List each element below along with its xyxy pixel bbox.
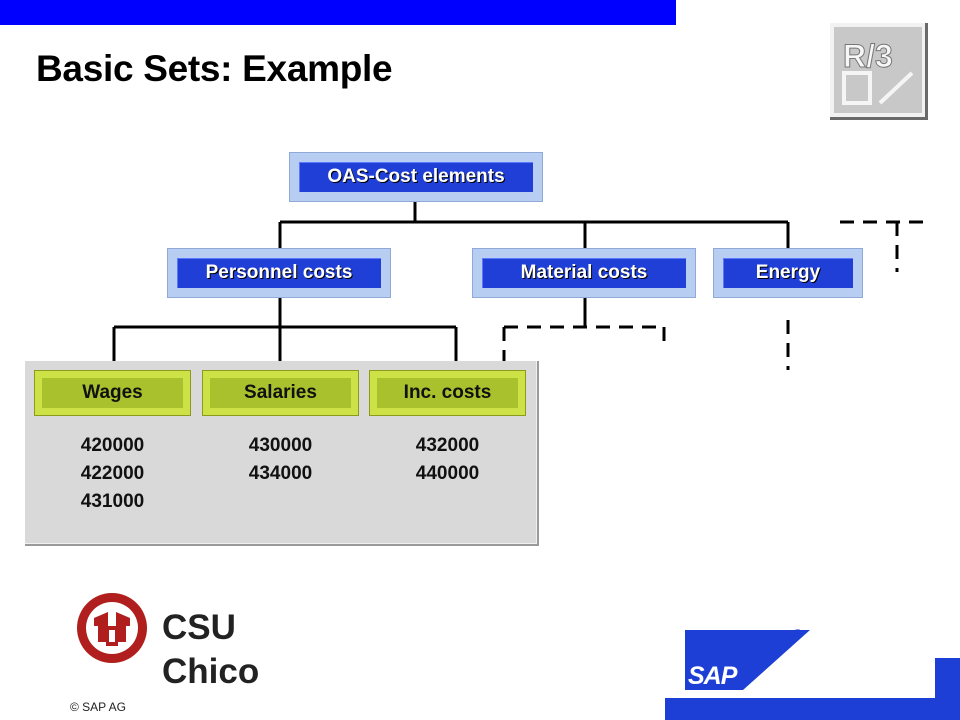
set-header-inc-costs: Inc. costs <box>369 370 526 416</box>
set-header-salaries: Salaries <box>202 370 359 416</box>
node-label: Energy <box>723 258 853 288</box>
node-energy: Energy <box>713 248 863 298</box>
cost-element-value: 430000 <box>248 435 313 456</box>
node-personnel-costs: Personnel costs <box>167 248 391 298</box>
cost-element-value: 440000 <box>415 463 480 484</box>
node-material-costs: Material costs <box>472 248 696 298</box>
cost-element-value: 432000 <box>415 435 480 456</box>
sap-logo-text: SAP <box>688 662 737 690</box>
set-label: Salaries <box>210 378 351 408</box>
set-header-wages: Wages <box>34 370 191 416</box>
set-values-salaries: 430000 434000 <box>202 432 359 488</box>
set-values-wages: 420000 422000 431000 <box>34 432 191 516</box>
cost-element-value: 422000 <box>80 463 145 484</box>
set-label: Wages <box>42 378 183 408</box>
sap-logo-icon <box>665 630 960 720</box>
csu-chico-seal-icon <box>77 593 147 663</box>
csu-chico-wordmark: CSU Chico <box>162 606 259 694</box>
svg-text:R/3: R/3 <box>843 38 893 74</box>
set-values-inc-costs: 432000 440000 <box>369 432 526 488</box>
cost-element-value: 420000 <box>80 435 145 456</box>
r3-badge-icon: R/3 <box>830 23 928 120</box>
node-label: Material costs <box>482 258 686 288</box>
page-title: Basic Sets: Example <box>36 48 393 89</box>
cost-element-value: 434000 <box>248 463 313 484</box>
cost-element-value: 431000 <box>80 491 145 512</box>
set-label: Inc. costs <box>377 378 518 408</box>
chico-line: Chico <box>162 652 260 691</box>
registered-mark: ® <box>794 628 802 639</box>
copyright-text: © SAP AG <box>70 700 126 714</box>
csu-line: CSU <box>162 608 236 647</box>
node-label: Personnel costs <box>177 258 381 288</box>
node-oas-cost-elements: OAS-Cost elements <box>289 152 543 202</box>
node-label: OAS-Cost elements <box>299 162 533 192</box>
top-accent-bar <box>0 0 676 25</box>
